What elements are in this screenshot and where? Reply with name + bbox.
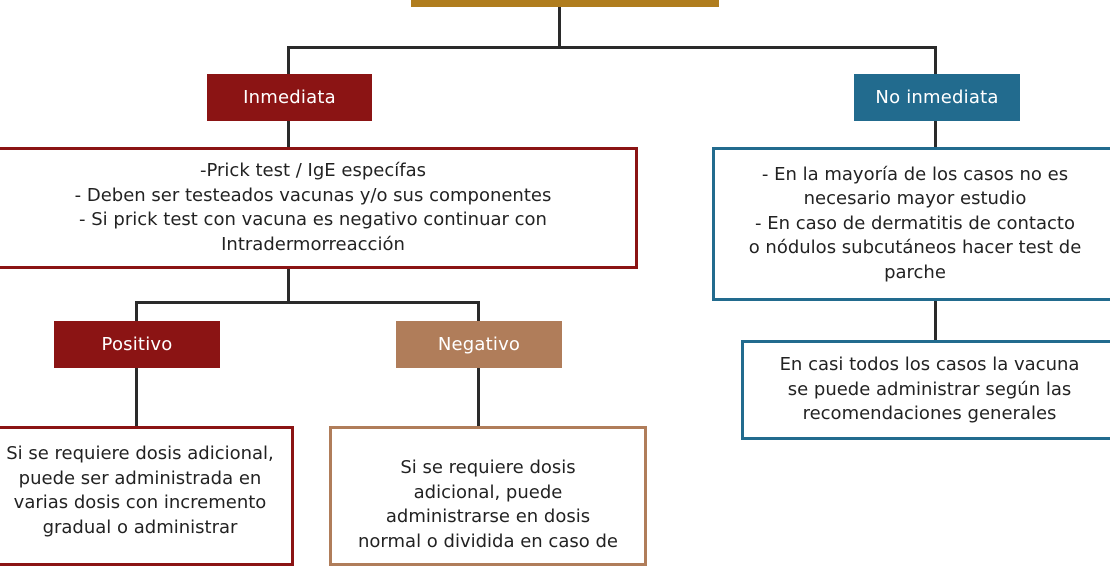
negativo-description-text: Si se requiere dosis adicional, puede ad… (358, 457, 618, 552)
connector-no-inmediata-box-down (934, 300, 937, 341)
connector-root-horizontal (287, 46, 937, 49)
connector-to-positivo (135, 301, 138, 322)
connector-positivo-to-box (135, 367, 138, 427)
connector-to-inmediata (287, 46, 290, 75)
node-inmediata-label: Inmediata (243, 87, 336, 108)
connector-inmediata-box-down (287, 268, 290, 303)
connector-no-inmediata-to-box (934, 120, 937, 148)
no-inmediata-followup-box: En casi todos los casos la vacuna se pue… (741, 340, 1110, 440)
positivo-description-box: Si se requiere dosis adicional, puede se… (0, 426, 294, 566)
inmediata-description-text: -Prick test / IgE específas - Deben ser … (74, 160, 552, 255)
connector-negativo-to-box (477, 367, 480, 427)
node-no-inmediata-label: No inmediata (875, 87, 999, 108)
connector-root-down (558, 7, 561, 48)
connector-inmediata-to-box (287, 120, 290, 148)
node-inmediata: Inmediata (207, 74, 372, 121)
connector-to-negativo (477, 301, 480, 322)
no-inmediata-description-text: - En la mayoría de los casos no es neces… (748, 163, 1082, 283)
node-no-inmediata: No inmediata (854, 74, 1020, 121)
no-inmediata-followup-text: En casi todos los casos la vacuna se pue… (779, 354, 1080, 425)
node-negativo-label: Negativo (437, 334, 521, 355)
node-negativo: Negativo (396, 321, 562, 368)
node-positivo: Positivo (54, 321, 220, 368)
root-node (411, 0, 719, 7)
inmediata-description-box: -Prick test / IgE específas - Deben ser … (0, 147, 638, 269)
no-inmediata-description-box: - En la mayoría de los casos no es neces… (712, 147, 1110, 301)
positivo-description-text: Si se requiere dosis adicional, puede se… (6, 443, 274, 538)
connector-outcomes-horizontal (135, 301, 480, 304)
node-positivo-label: Positivo (101, 334, 173, 355)
connector-to-no-inmediata (934, 46, 937, 75)
negativo-description-box: Si se requiere dosis adicional, puede ad… (329, 426, 647, 566)
